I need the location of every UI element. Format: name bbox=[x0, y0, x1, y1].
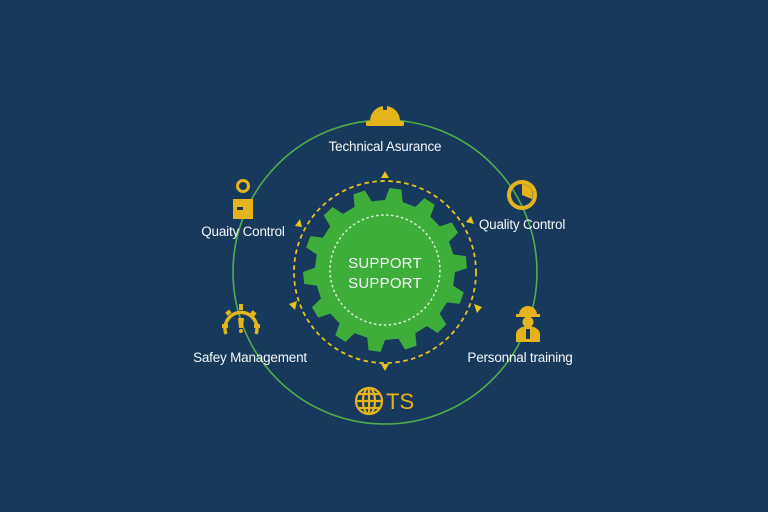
arrow-bottom bbox=[381, 364, 389, 371]
gear-shape bbox=[303, 188, 467, 352]
node-label-bottom: TS bbox=[386, 389, 414, 414]
globe-icon bbox=[354, 386, 384, 416]
gear-warning-icon bbox=[222, 304, 260, 335]
node-label-top: Technical Asurance bbox=[329, 139, 442, 154]
arrow-lower-right bbox=[474, 304, 482, 313]
arrow-top bbox=[381, 171, 389, 178]
inspector-icon bbox=[233, 179, 253, 219]
node-label-upper-left: Quaity Control bbox=[201, 224, 285, 239]
arrow-lower-left bbox=[289, 301, 297, 310]
pie-chart-icon bbox=[507, 180, 537, 210]
gear-inner-ring bbox=[329, 214, 441, 326]
dashed-ring bbox=[293, 180, 477, 364]
node-label-lower-left: Safey Management bbox=[193, 350, 307, 365]
node-label-lower-right: Personnal training bbox=[467, 350, 572, 365]
hard-hat-icon bbox=[366, 100, 404, 126]
arrow-upper-left bbox=[295, 219, 302, 227]
center-label-line-2: SUPPORT bbox=[348, 275, 422, 292]
arrow-upper-right bbox=[466, 216, 474, 224]
support-gear: SUPPORT SUPPORT bbox=[303, 188, 467, 352]
worker-icon bbox=[516, 306, 540, 342]
ring-arrows bbox=[289, 171, 482, 371]
center-label-line-1: SUPPORT bbox=[348, 255, 422, 272]
node-label-upper-right: Quality Control bbox=[479, 217, 565, 232]
